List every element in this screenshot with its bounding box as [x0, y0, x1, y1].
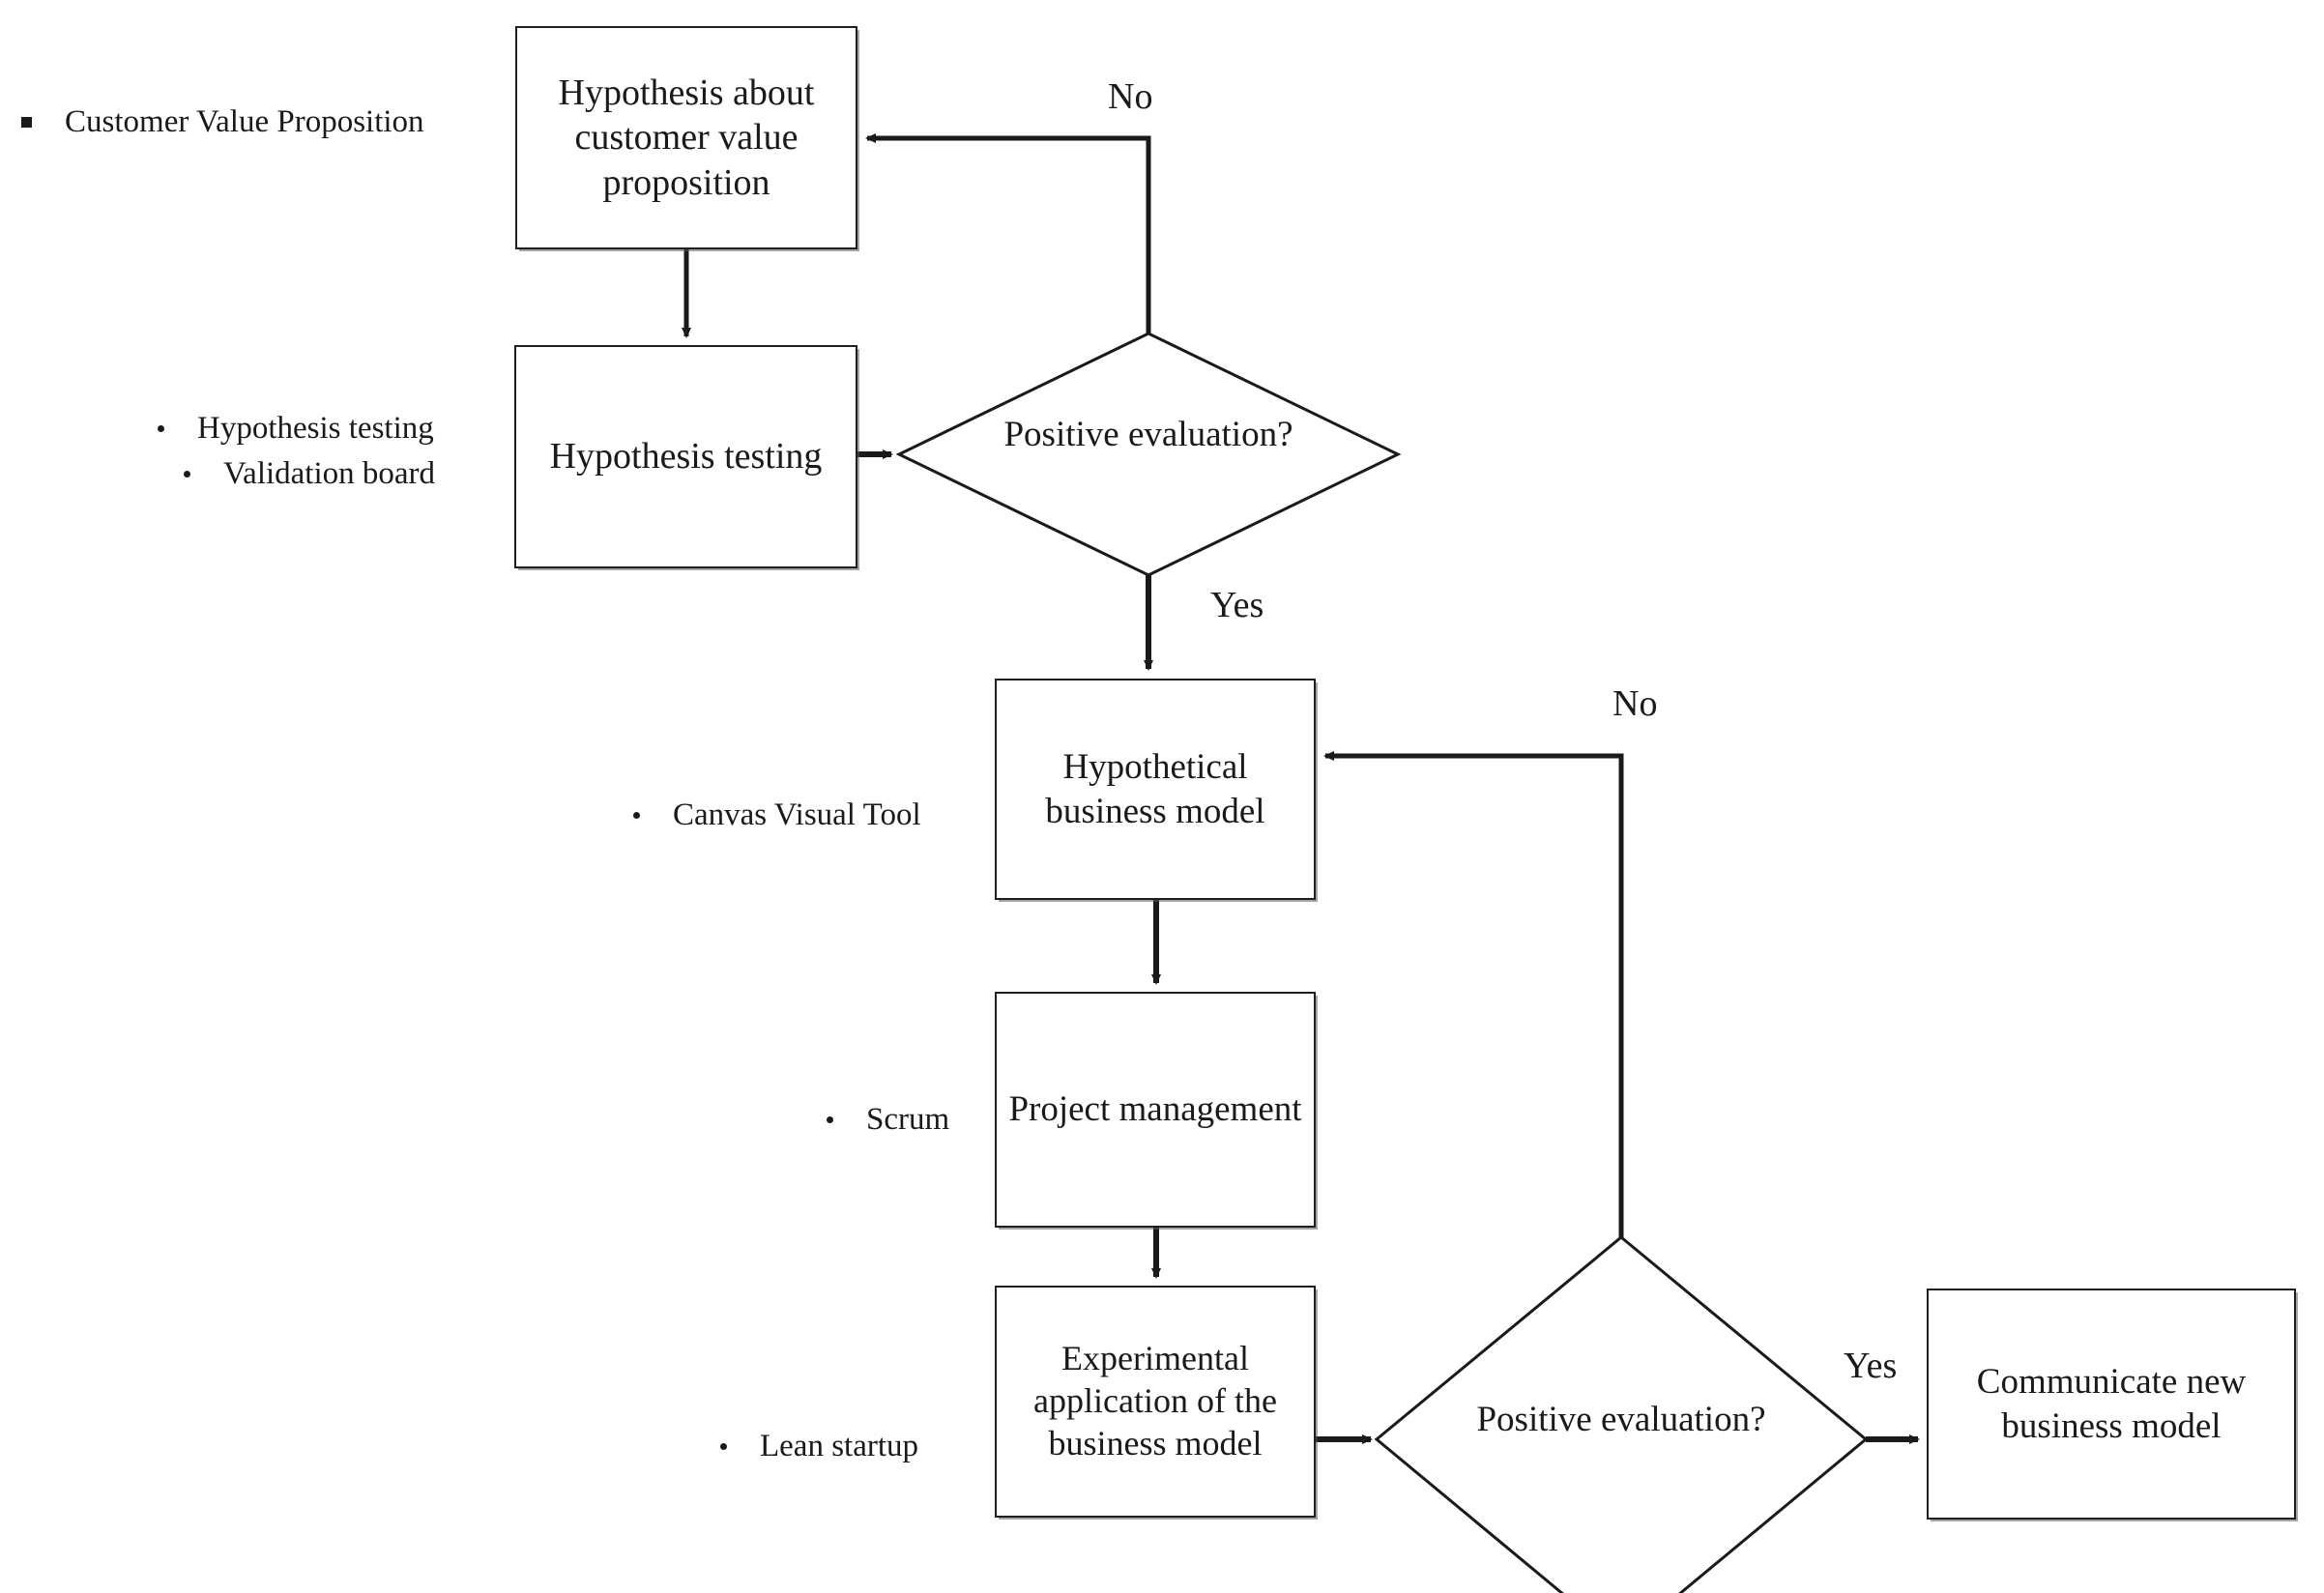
edge-label-no-top: No [1108, 76, 1153, 117]
edge-decision1-no-to-cvp [865, 133, 1151, 333]
decision-label-positive-evaluation-1: Positive evaluation? [1003, 415, 1293, 454]
annotation-canvas-visual-tool: Canvas Visual Tool [633, 797, 921, 833]
edge-label-yes-bottom: Yes [1844, 1346, 1898, 1386]
node-label: Hypothesis about customer value proposit… [558, 72, 815, 203]
edge-label-yes-top: Yes [1210, 585, 1264, 625]
bullet-dot-icon [720, 1443, 727, 1450]
bullet-square-icon [21, 117, 32, 128]
node-hypothesis-customer-value-proposition[interactable]: Hypothesis about customer value proposit… [515, 26, 857, 249]
decision-label-positive-evaluation-2: Positive evaluation? [1476, 1400, 1766, 1439]
node-label: Experimental application of the business… [1033, 1339, 1277, 1463]
node-label: Communicate new business model [1976, 1362, 2247, 1446]
bullet-dot-icon [827, 1116, 833, 1123]
node-hypothetical-business-model[interactable]: Hypothetical business model [995, 679, 1316, 900]
bullet-dot-icon [633, 812, 640, 819]
edge-decision2-no-to-hbm [1323, 751, 1624, 1237]
edge-label-no-middle: No [1612, 683, 1658, 724]
annotation-lean-startup: Lean startup [720, 1429, 918, 1464]
annotation-label: Validation board [223, 456, 436, 491]
annotation-label: Lean startup [760, 1429, 919, 1463]
bullet-dot-icon [158, 425, 164, 432]
node-label: Hypothetical business model [1045, 747, 1265, 831]
annotation-hypothesis-testing: Hypothesis testing [158, 411, 434, 447]
annotation-scrum: Scrum [827, 1102, 949, 1138]
annotation-label: Canvas Visual Tool [673, 797, 921, 832]
node-label: Hypothesis testing [549, 436, 823, 478]
bullet-dot-icon [184, 471, 190, 478]
node-hypothesis-testing[interactable]: Hypothesis testing [514, 345, 857, 568]
node-communicate-new-business-model[interactable]: Communicate new business model [1927, 1289, 2296, 1520]
node-experimental-application[interactable]: Experimental application of the business… [995, 1286, 1316, 1518]
node-label: Project management [1008, 1089, 1302, 1130]
node-project-management[interactable]: Project management [995, 992, 1316, 1228]
annotation-label: Scrum [866, 1102, 950, 1137]
annotation-label: Customer Value Proposition [65, 104, 424, 139]
annotation-validation-board: Validation board [184, 456, 435, 492]
annotation-customer-value-proposition: Customer Value Proposition [21, 104, 424, 140]
annotation-label: Hypothesis testing [197, 411, 434, 446]
